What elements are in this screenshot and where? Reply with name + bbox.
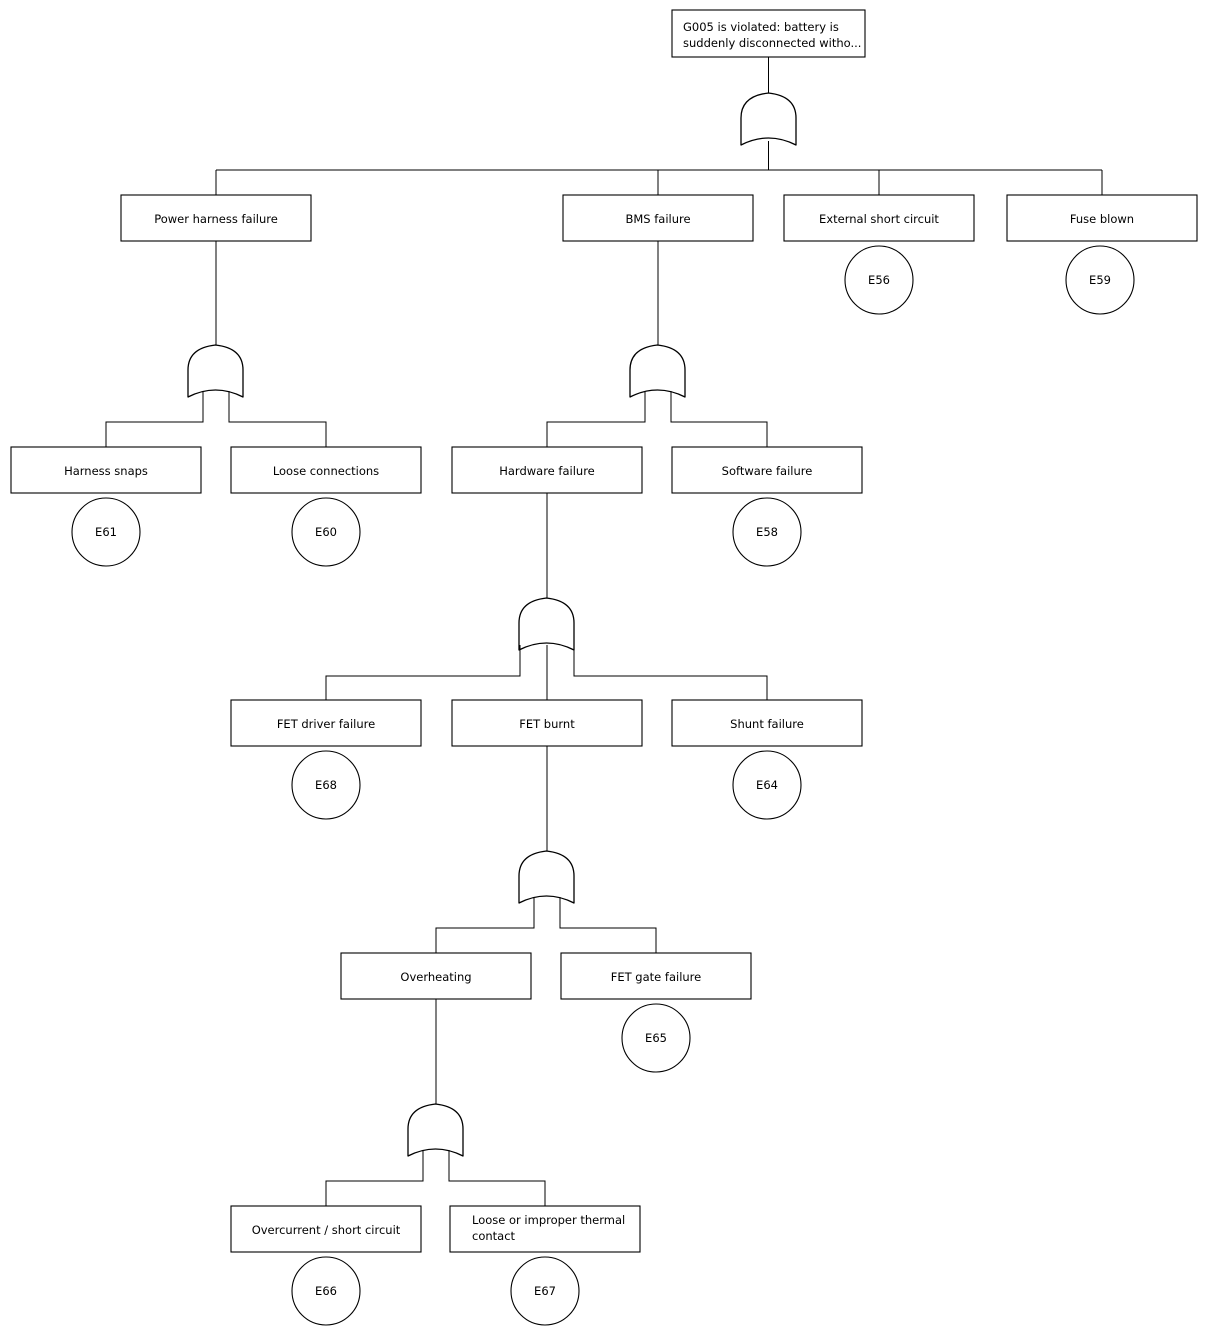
- basic-event-e65-label: E65: [645, 1031, 667, 1045]
- node-fet-gate-failure-label: FET gate failure: [611, 970, 701, 984]
- basic-event-e60-label: E60: [315, 525, 337, 539]
- node-overcurrent-short-circuit[interactable]: Overcurrent / short circuit: [230, 1205, 422, 1253]
- basic-event-e64-label: E64: [756, 778, 778, 792]
- link-hardware-gate-to-fet-driver-failure: [325, 645, 521, 700]
- node-shunt-failure[interactable]: Shunt failure: [671, 699, 863, 747]
- node-bms-failure-label: BMS failure: [625, 212, 690, 226]
- link-overheating-gate-to-overcurrent: [325, 1150, 424, 1206]
- basic-event-e68[interactable]: E68: [291, 750, 361, 820]
- node-fuse-blown[interactable]: Fuse blown: [1006, 194, 1198, 242]
- node-overheating-label: Overheating: [400, 970, 471, 984]
- or-gate-bms[interactable]: [629, 344, 686, 398]
- node-overheating[interactable]: Overheating: [340, 952, 532, 1000]
- node-fuse-blown-label: Fuse blown: [1070, 212, 1134, 226]
- node-fet-burnt[interactable]: FET burnt: [451, 699, 643, 747]
- node-hardware-failure[interactable]: Hardware failure: [451, 446, 643, 494]
- node-top-event-label-line1: G005 is violated: battery is: [683, 20, 839, 34]
- node-loose-improper-thermal-contact-label-line2: contact: [472, 1229, 516, 1243]
- node-loose-improper-thermal-contact-label-line1: Loose or improper thermal: [472, 1213, 625, 1227]
- node-software-failure[interactable]: Software failure: [671, 446, 863, 494]
- node-power-harness-failure[interactable]: Power harness failure: [120, 194, 312, 242]
- basic-event-e67[interactable]: E67: [510, 1256, 580, 1326]
- node-loose-improper-thermal-contact[interactable]: Loose or improper thermal contact: [449, 1205, 641, 1253]
- node-power-harness-failure-label: Power harness failure: [154, 212, 278, 226]
- link-power-harness-gate-to-loose-connections: [228, 391, 327, 447]
- node-shunt-failure-label: Shunt failure: [730, 717, 804, 731]
- basic-event-e67-label: E67: [534, 1284, 556, 1298]
- link-hardware-gate-to-shunt-failure: [573, 645, 768, 700]
- node-hardware-failure-label: Hardware failure: [499, 464, 595, 478]
- basic-event-e58-label: E58: [756, 525, 778, 539]
- basic-event-e64[interactable]: E64: [732, 750, 802, 820]
- basic-event-e56-label: E56: [868, 273, 890, 287]
- link-bms-gate-to-software-failure: [670, 391, 768, 447]
- basic-event-e58[interactable]: E58: [732, 497, 802, 567]
- basic-event-e68-label: E68: [315, 778, 337, 792]
- basic-event-e59-label: E59: [1089, 273, 1111, 287]
- or-gate-top[interactable]: [740, 92, 797, 146]
- or-gate-hardware-failure[interactable]: [518, 597, 575, 651]
- node-external-short-circuit-label: External short circuit: [819, 212, 939, 226]
- basic-event-e66[interactable]: E66: [291, 1256, 361, 1326]
- link-fet-burnt-gate-to-fet-gate-failure: [559, 897, 657, 953]
- link-overheating-gate-to-thermal-contact: [448, 1150, 546, 1206]
- node-external-short-circuit[interactable]: External short circuit: [783, 194, 975, 242]
- basic-event-e66-label: E66: [315, 1284, 337, 1298]
- node-fet-gate-failure[interactable]: FET gate failure: [560, 952, 752, 1000]
- basic-event-e61[interactable]: E61: [71, 497, 141, 567]
- basic-event-e59[interactable]: E59: [1065, 245, 1135, 315]
- node-overcurrent-short-circuit-label: Overcurrent / short circuit: [252, 1223, 401, 1237]
- basic-event-e65[interactable]: E65: [621, 1003, 691, 1073]
- node-loose-connections[interactable]: Loose connections: [230, 446, 422, 494]
- node-top-event[interactable]: G005 is violated: battery is suddenly di…: [671, 9, 866, 58]
- link-power-harness-gate-to-harness-snaps: [105, 391, 204, 447]
- or-gate-overheating[interactable]: [407, 1103, 464, 1157]
- node-software-failure-label: Software failure: [722, 464, 813, 478]
- or-gate-power-harness[interactable]: [187, 344, 244, 398]
- node-harness-snaps[interactable]: Harness snaps: [10, 446, 202, 494]
- link-fet-burnt-gate-to-overheating: [435, 897, 535, 953]
- node-loose-connections-label: Loose connections: [273, 464, 379, 478]
- node-fet-burnt-label: FET burnt: [519, 717, 575, 731]
- node-top-event-label-line2: suddenly disconnected witho...: [683, 36, 861, 50]
- node-fet-driver-failure[interactable]: FET driver failure: [230, 699, 422, 747]
- node-fet-driver-failure-label: FET driver failure: [277, 717, 375, 731]
- node-harness-snaps-label: Harness snaps: [64, 464, 148, 478]
- node-bms-failure[interactable]: BMS failure: [562, 194, 754, 242]
- basic-event-e61-label: E61: [95, 525, 117, 539]
- basic-event-e60[interactable]: E60: [291, 497, 361, 567]
- link-bms-gate-to-hardware-failure: [546, 391, 646, 447]
- basic-event-e56[interactable]: E56: [844, 245, 914, 315]
- or-gate-fet-burnt[interactable]: [518, 850, 575, 904]
